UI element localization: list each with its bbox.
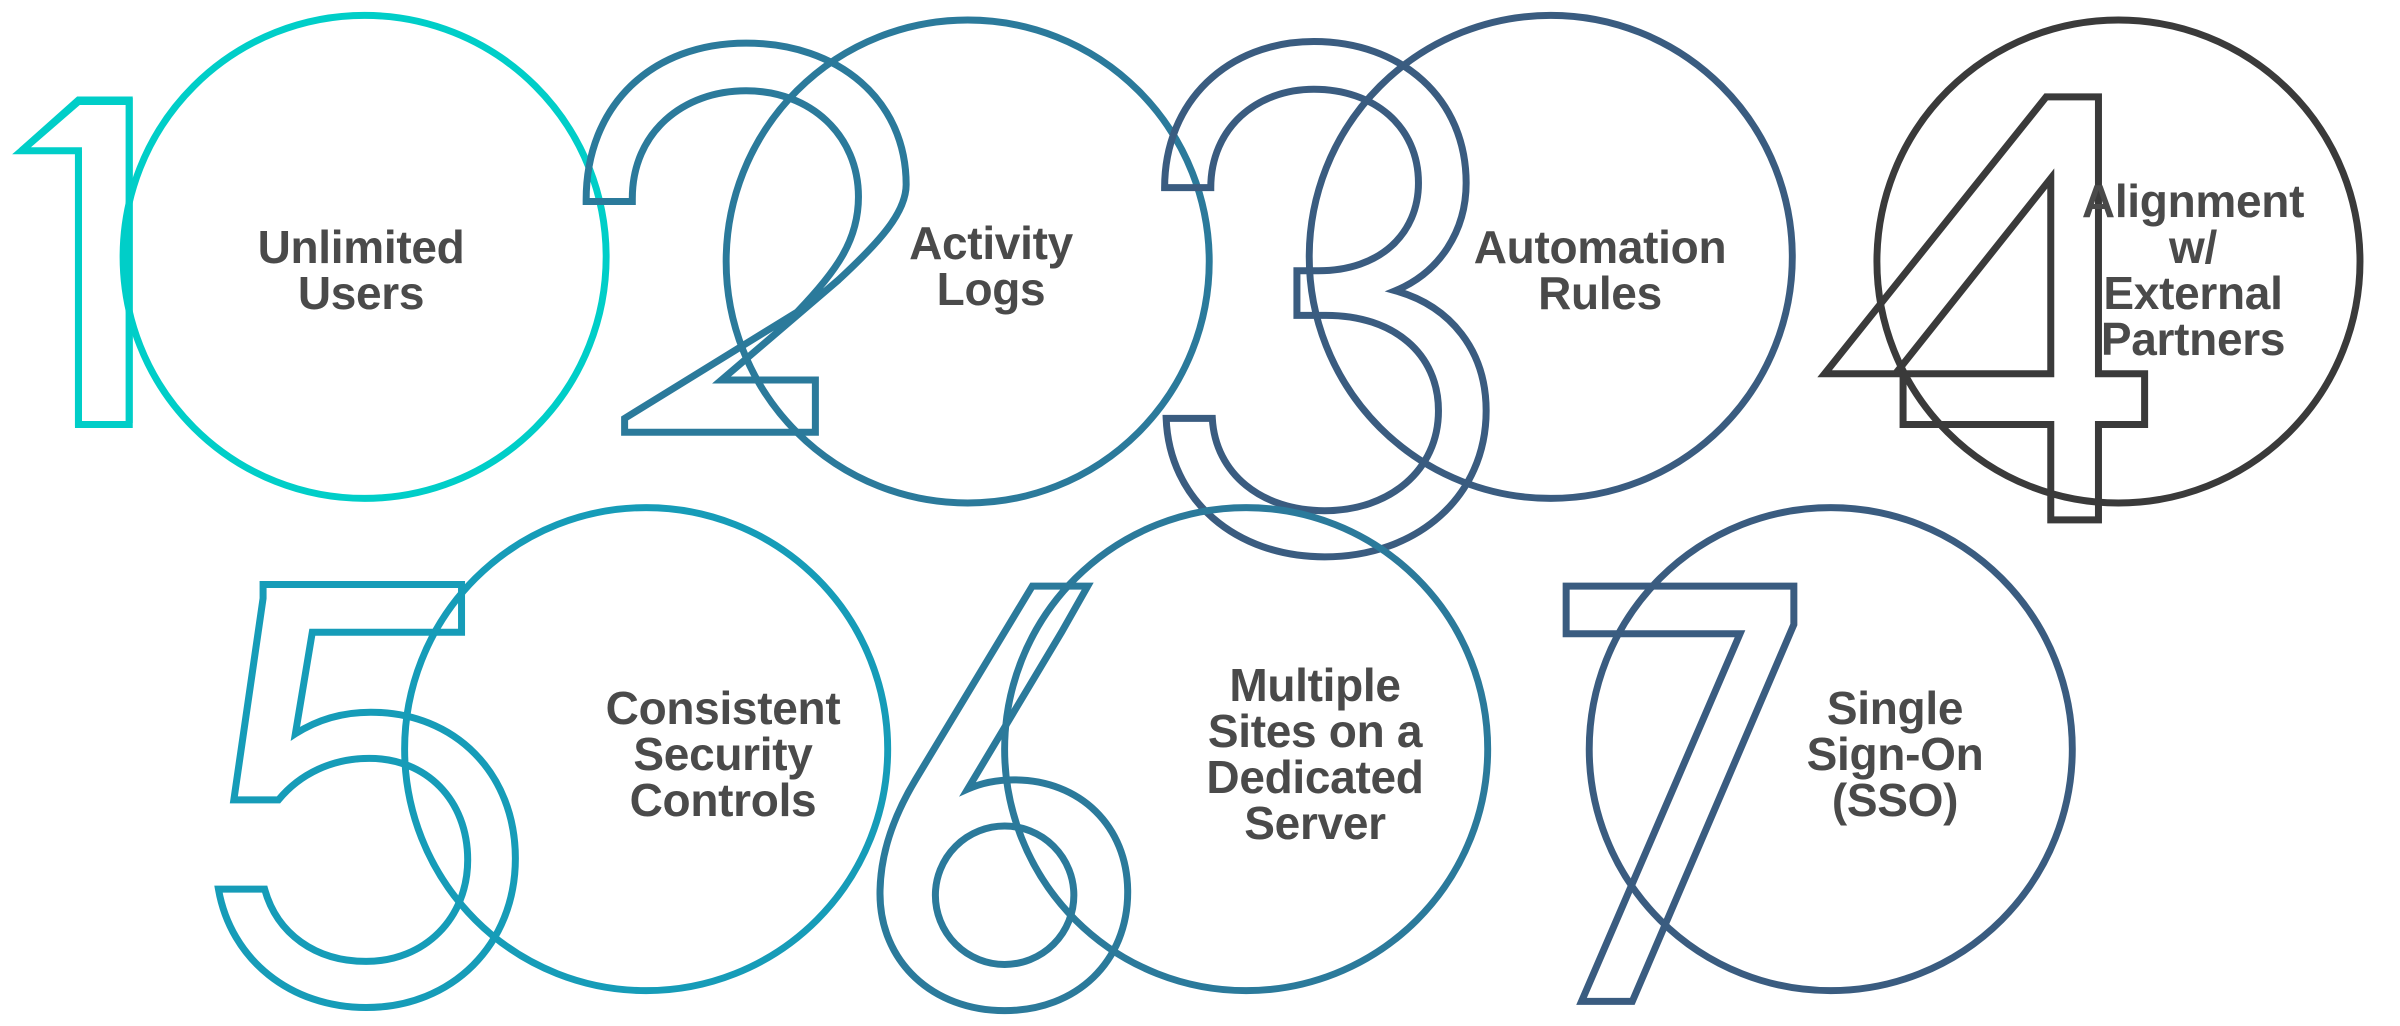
numeral-4-glyph [1825,97,2145,520]
numeral-3-glyph [1165,42,1487,557]
item-7-group[interactable] [1566,504,2076,1002]
numeral-1-outline-path [22,102,130,425]
numeral-6-glyph [880,586,1128,1011]
item-5-group[interactable] [218,504,892,1008]
item-4-group[interactable] [1825,16,2364,520]
item-7-circle [1585,504,2076,995]
item-6-circle [1001,504,1492,995]
item-2-group[interactable] [586,16,1213,507]
item-3-circle [1305,11,1796,502]
item-1-circle [119,11,610,502]
numeral-6-bowl [935,826,1073,964]
item-4-circle [1873,16,2364,507]
item-5-circle [401,504,892,995]
item-1-group[interactable] [22,11,610,502]
numeral-5-glyph [218,585,515,1008]
item-2-circle [722,16,1213,507]
numeral-7-glyph [1566,586,1794,1001]
numeral-2-glyph [586,43,906,432]
item-3-group[interactable] [1165,11,1796,557]
item-6-group[interactable] [880,504,1492,1011]
